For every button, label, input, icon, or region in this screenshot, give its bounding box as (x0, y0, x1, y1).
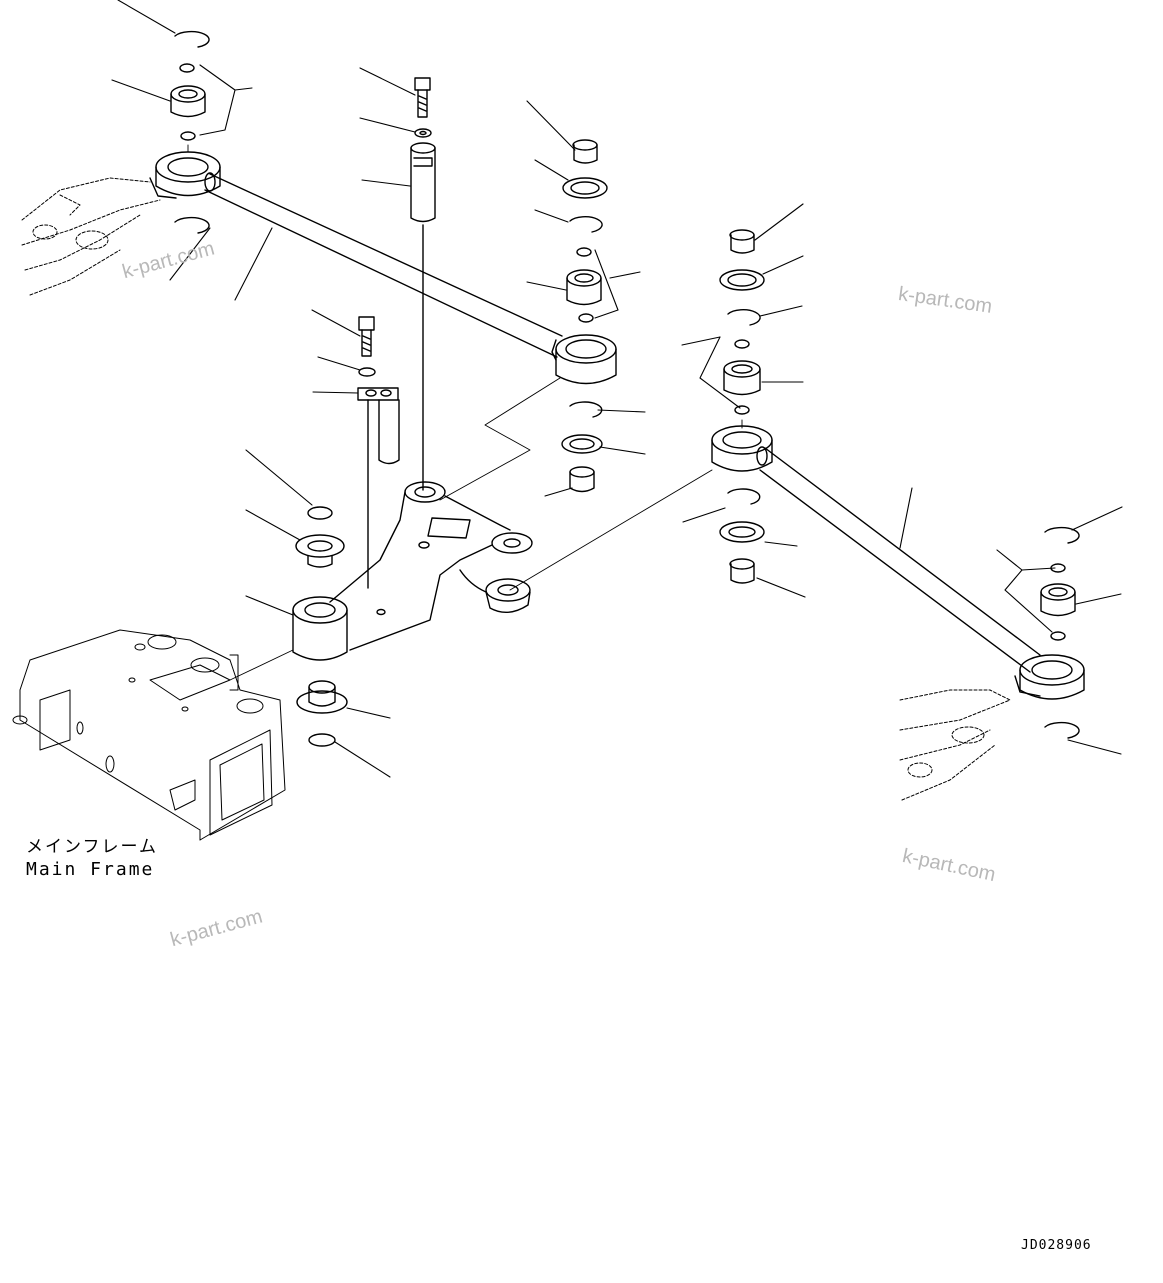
assembly-centerlines (187, 144, 743, 681)
main-frame-label-japanese: メインフレーム (26, 837, 158, 857)
lower-right-frame-fragment (899, 689, 1011, 801)
lower-pin-with-plate (357, 316, 400, 589)
main-frame (12, 629, 286, 841)
right-upper-parts-stack (719, 229, 765, 584)
left-tie-rod (149, 151, 617, 385)
leader-lines (111, 0, 1123, 778)
upper-left-parts-stack (170, 30, 210, 234)
center-pin-stack (410, 77, 436, 491)
drawing-code: JD028906 (1021, 1238, 1092, 1253)
main-frame-label-english: Main Frame (26, 859, 155, 880)
center-bell-crank (292, 481, 533, 661)
far-right-parts-stack (1040, 526, 1080, 739)
left-boss-parts (295, 506, 348, 747)
upper-left-frame-fragment (21, 177, 161, 296)
center-right-parts-stack (561, 139, 608, 493)
right-tie-rod (711, 425, 1085, 700)
